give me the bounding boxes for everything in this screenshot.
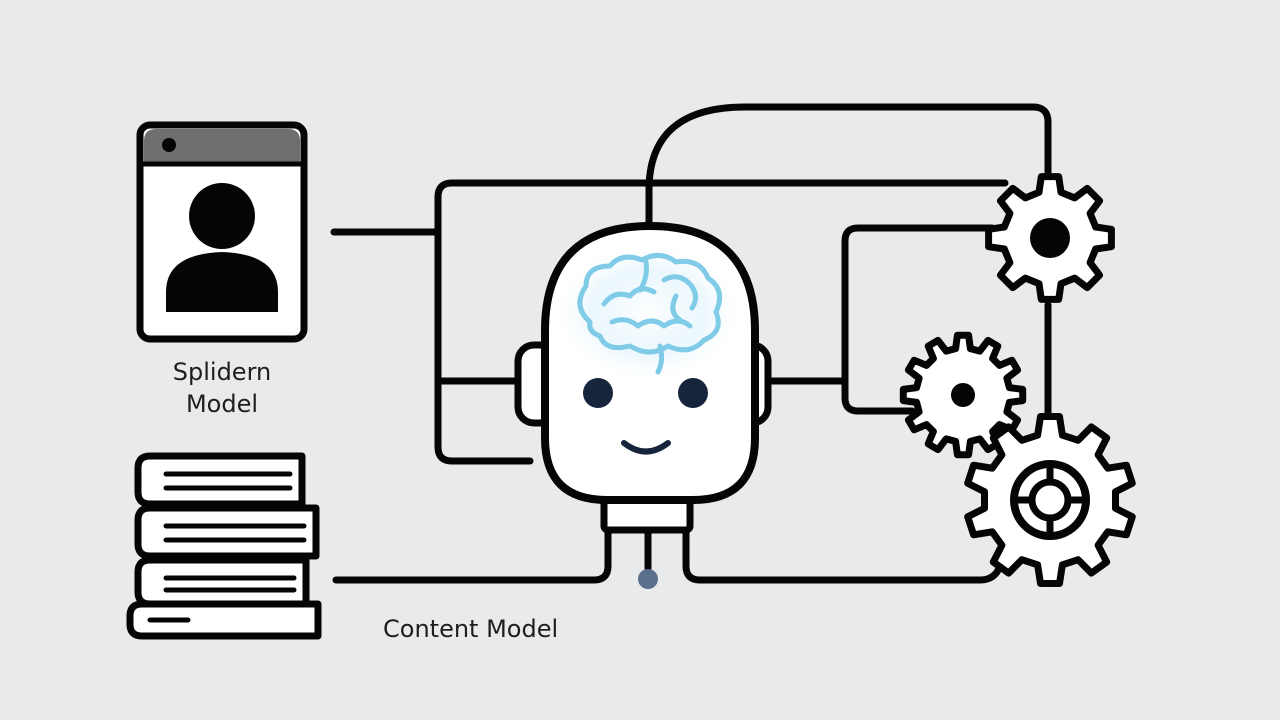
profile-model-label: Splidern Model [140,356,304,420]
robot-left-eye [583,378,613,408]
gear-middle-hub [951,383,975,407]
gear-icon [964,413,1136,587]
profile-card-icon [136,121,308,343]
brain-icon [577,253,723,375]
content-model-label: Content Model [383,615,559,643]
gear-top-hub [1030,218,1070,258]
connector-neck-right-to-gear [682,526,1004,584]
gear-bottom-hub [1010,460,1090,540]
connector-top-arc [645,103,1052,226]
profile-model-label-line1: Splidern [172,358,272,386]
robot-head-icon [514,221,772,534]
robot-right-eye [678,378,708,408]
book-stack-icon [126,452,322,640]
connector-middle-frame [841,224,996,415]
robot-smile [621,440,671,455]
connector-lines [330,103,1052,589]
connector-node [638,569,658,589]
connector-neck-left-to-books [332,526,612,584]
profile-model-label-line2: Model [185,390,259,418]
connector-hub-frame [434,179,1009,465]
gear-outline [964,413,1136,587]
